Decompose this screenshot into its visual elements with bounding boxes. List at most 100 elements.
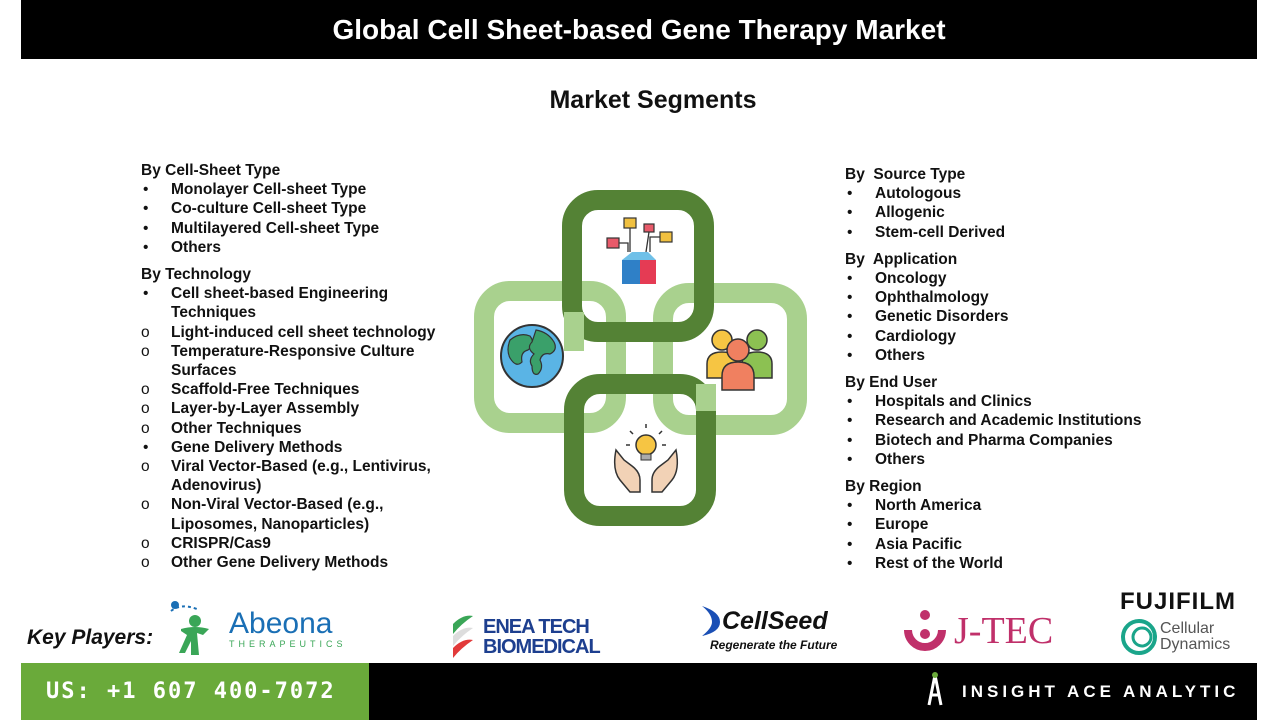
segment-item: • Rest of the World	[845, 554, 1175, 573]
segment-item-text: Europe	[875, 516, 929, 534]
segment-item: •Others	[845, 450, 1175, 469]
segment-list: • Hospitals and Clinics • Research and Acad…	[845, 392, 1175, 469]
segment-item-text: Others	[171, 238, 221, 256]
segment-item-text: Scaffold-Free Techniques	[171, 381, 360, 399]
segment-item-text: Others	[875, 346, 925, 364]
phone-number[interactable]: US: +1 607 400-7072	[46, 679, 336, 704]
left-ring	[474, 281, 626, 433]
top-ring	[562, 190, 714, 342]
bullet-marker: •	[847, 393, 853, 411]
segment-item-text: Rest of the World	[875, 554, 1004, 572]
abeona-name: Abeona	[229, 607, 333, 640]
abeona-logo: Abeona THERAPEUTICS	[167, 597, 372, 661]
segment-item: • Hospitals and Clinics	[845, 392, 1175, 411]
segment-item-text: Layer-by-Layer Assembly	[171, 400, 360, 418]
segment-item: •Allogenic	[845, 203, 1175, 222]
segment-item-text: Multilayered Cell-sheet Type	[171, 219, 380, 237]
key-players-label: Key Players:	[27, 626, 154, 649]
enea-line2: BIOMEDICAL	[483, 636, 601, 658]
title-bar: Global Cell Sheet-based Gene Therapy Mar…	[21, 0, 1257, 59]
fujifilm-name: FUJIFILM	[1120, 588, 1236, 615]
bullet-marker: •	[143, 285, 149, 303]
bullet-marker: •	[847, 450, 853, 468]
segment-item-text: Ophthalmology	[875, 289, 989, 307]
segment-item: •Cardiology	[845, 327, 1175, 346]
segment-item-text: Other Techniques	[171, 419, 302, 437]
segment-item: • Autologous	[845, 184, 1175, 203]
circle-marker: o	[141, 381, 150, 399]
segment-group-title: By Cell-Sheet Type	[141, 162, 281, 179]
segment-item: •Biotech and Pharma Companies	[845, 431, 1175, 450]
segment-item: •Co-culture Cell-sheet Type	[141, 199, 461, 218]
globe-icon	[500, 324, 564, 388]
segment-item-text: Allogenic	[875, 204, 945, 222]
segment-group-title: By Region	[845, 478, 922, 496]
bullet-marker: •	[847, 412, 853, 430]
circle-marker: o	[141, 323, 150, 341]
circle-marker: o	[141, 534, 150, 552]
segment-item-text: Genetic Disorders	[875, 308, 1009, 326]
segment-item-text: Oncology	[875, 270, 947, 288]
bottom-ring	[564, 374, 716, 526]
segment-item: • Stem-cell Derived	[845, 223, 1175, 242]
segment-item: • Genetic Disorders	[845, 307, 1175, 326]
bullet-marker: •	[847, 223, 853, 241]
segment-item-text: Hospitals and Clinics	[875, 393, 1032, 411]
circle-marker: o	[141, 496, 150, 514]
segment-item-text: Other Gene Delivery Methods	[171, 554, 389, 572]
segment-item-text: Non-Viral Vector-Based (e.g., Liposomes,…	[171, 496, 384, 533]
segment-item-text: Research and Academic Institutions	[875, 412, 1142, 430]
segment-item: •Asia Pacific	[845, 535, 1175, 554]
segment-item-text: Gene Delivery Methods	[171, 438, 343, 456]
bullet-marker: •	[847, 554, 853, 572]
jtec-mark-icon	[904, 610, 946, 651]
segments-graphic	[474, 190, 807, 526]
segment-item-text: Biotech and Pharma Companies	[875, 431, 1113, 449]
network-cube-icon	[606, 217, 673, 284]
circle-marker: o	[141, 342, 150, 360]
people-group-icon	[706, 329, 773, 391]
enea-tech-logo: ENEA TECH BIOMEDICAL	[451, 612, 601, 662]
page-title: Global Cell Sheet-based Gene Therapy Mar…	[332, 13, 946, 45]
idea-hands-icon	[613, 424, 679, 493]
fujifilm-logo: FUJIFILM Cellular Dynamics	[1120, 588, 1236, 656]
cellseed-tagline: Regenerate the Future	[710, 638, 838, 652]
segment-list: •North America•Europe•Asia Pacific•Rest …	[845, 496, 1175, 573]
segment-list: • Oncology • Ophthalmology • Genetic Disorder…	[845, 269, 1175, 365]
segment-item-text: Stem-cell Derived	[875, 223, 1006, 241]
bullet-marker: •	[847, 497, 853, 515]
segment-group-title: By Technology	[141, 266, 251, 284]
segment-list: • Monolayer Cell-sheet Type•Co-culture Ce…	[141, 180, 461, 257]
segment-item-text: Cell sheet-based Engineering Techniques	[171, 285, 389, 322]
enea-flag-icon	[453, 615, 473, 658]
bullet-marker: •	[847, 516, 853, 534]
circle-marker: o	[141, 419, 150, 437]
bullet-marker: •	[143, 238, 149, 256]
brand-name: INSIGHT ACE ANALYTIC	[962, 682, 1240, 701]
segment-item-text: Monolayer Cell-sheet Type	[171, 181, 367, 199]
segment-list: • Cell sheet-based Engineering Techniques…	[141, 284, 461, 572]
segment-item: • Monolayer Cell-sheet Type	[141, 180, 461, 199]
bullet-marker: •	[143, 181, 149, 199]
segment-item-text: North America	[875, 497, 982, 515]
bullet-marker: •	[847, 185, 853, 203]
segment-item-text: Viral Vector-Based (e.g., Lentivirus, Ad…	[171, 458, 431, 495]
segment-list: • Autologous•Allogenic• Stem-cell Derived	[845, 184, 1175, 242]
segment-item: • Others	[141, 238, 461, 257]
bullet-marker: •	[847, 308, 853, 326]
cellular-dynamics-swirl-icon	[1121, 619, 1157, 655]
bullet-marker: •	[847, 289, 853, 307]
bullet-marker: •	[847, 346, 853, 364]
bullet-marker: •	[143, 438, 149, 456]
segment-item: • Research and Academic Institutions	[845, 411, 1175, 430]
segment-item-text: Autologous	[875, 185, 962, 203]
segment-item: • Ophthalmology	[845, 288, 1175, 307]
segment-item: • Europe	[845, 515, 1175, 534]
segment-item-text: Temperature-Responsive Culture Surfaces	[171, 342, 415, 380]
cellseed-name: CellSeed	[722, 606, 828, 635]
enea-line1: ENEA TECH	[483, 616, 590, 638]
